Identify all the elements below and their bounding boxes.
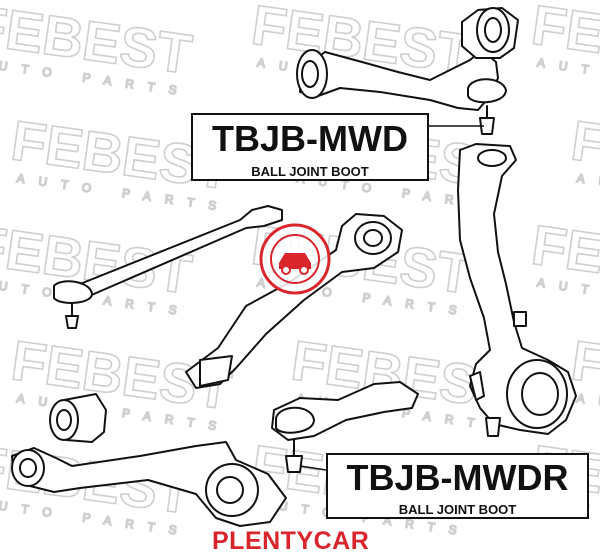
upper-control-arm-illustration (296, 7, 519, 135)
part-description: BALL JOINT BOOT (398, 502, 517, 517)
part-description: BALL JOINT BOOT (251, 164, 369, 179)
part-label-upper: TBJB-MWD BALL JOINT BOOT (191, 113, 429, 181)
strut-rod-illustration (53, 205, 283, 329)
part-label-lower: TBJB-MWDR BALL JOINT BOOT (326, 453, 589, 519)
bushing-illustration (49, 393, 107, 443)
footer-brand-text: PLENTYCAR (212, 527, 370, 555)
plentycar-seal (259, 223, 331, 295)
steering-knuckle-illustration (457, 143, 577, 437)
lower-arm-illustration (185, 213, 403, 389)
part-number: TBJB-MWD (212, 118, 408, 159)
ball-joint-arm-illustration (271, 381, 419, 473)
part-number: TBJB-MWDR (346, 457, 569, 498)
lower-control-arm-illustration (11, 441, 287, 527)
